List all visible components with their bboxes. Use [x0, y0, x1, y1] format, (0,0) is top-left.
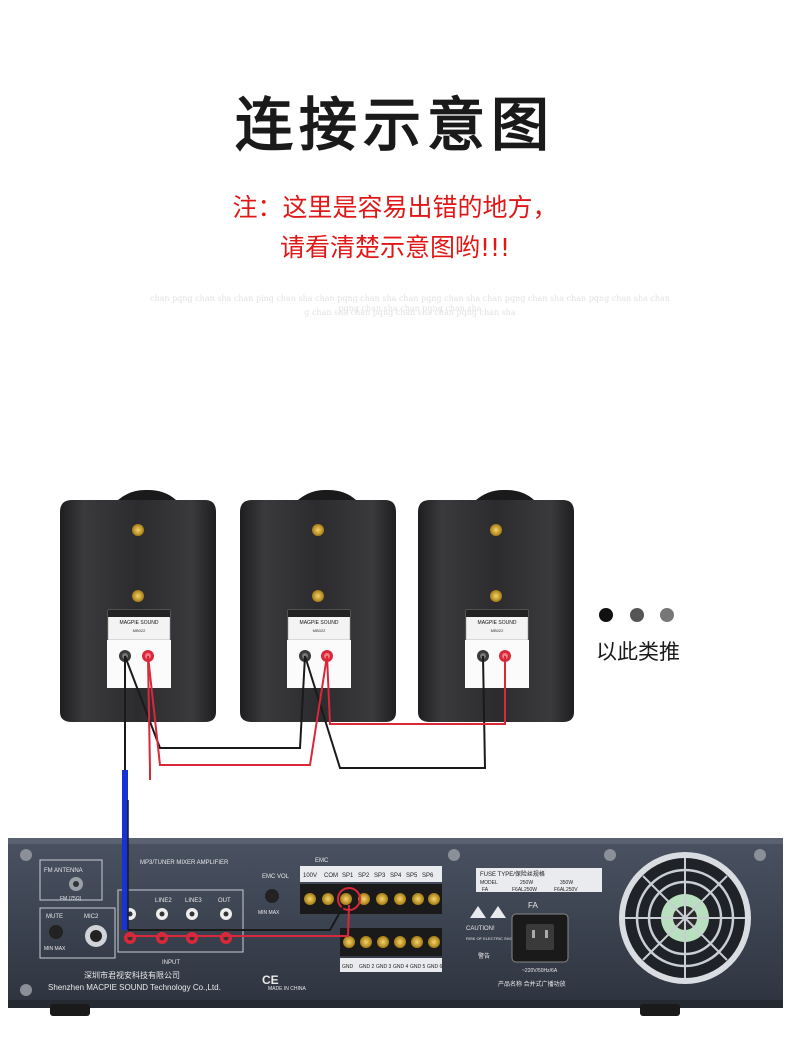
terminal-screws-top [304, 893, 440, 905]
continuation-dots [599, 608, 674, 622]
speaker-3-brand: MAGPIE SOUND [478, 620, 517, 626]
terminal-labels-bottom: GND GND 2 GND 3 GND 4 GND 5 GND 6 [342, 964, 443, 970]
terminal-com: COM [324, 873, 338, 879]
faint-watermark-line1: chan pqng chan sha chan ping chan sha ch… [150, 294, 670, 313]
input-label: INPUT [162, 960, 180, 966]
speaker-1-model: MB022 [133, 628, 146, 633]
speaker-3: MAGPIE SOUND MB022 [418, 490, 574, 722]
terminal-sp5: SP5 [406, 873, 418, 879]
faint-watermark-line2: g chan sha chan pqng chan sha chan pqng … [304, 308, 516, 317]
power-rating: ~220V/50Hz/6A [522, 968, 558, 974]
fuse-header-350w: 350W [560, 880, 573, 886]
page-title: 连接示意图 [234, 91, 555, 159]
terminal-gnd3: GND 3 [376, 964, 392, 970]
made-in-china: MADE IN CHINA [268, 986, 306, 992]
company-cn: 深圳市君视安科技有限公司 [84, 970, 180, 980]
fuse-title: FUSE TYPE/保险丝规格 [480, 870, 545, 878]
amp-header-label: MP3/TUNER MIXER AMPLIFIER [140, 860, 229, 866]
fuse-value-350: F6AL250V [554, 887, 578, 893]
mute-min-max: MIN MAX [44, 946, 66, 952]
speaker-1-brand: MAGPIE SOUND [120, 620, 159, 626]
emc-label: EMC [315, 858, 329, 864]
terminal-gnd2: GND 2 [359, 964, 375, 970]
speaker-2: MAGPIE SOUND MB022 [240, 490, 396, 722]
line3-label: LINE3 [185, 898, 202, 904]
company-en: Shenzhen MACPIE SOUND Technology Co.,Ltd… [48, 983, 221, 992]
fuse-header-250w: 250W [520, 880, 533, 886]
mic2-label: MIC2 [84, 914, 99, 920]
warning-note-line2: 请看清楚示意图哟!!! [279, 233, 511, 262]
terminal-sp3: SP3 [374, 873, 386, 879]
fa-label: FA [528, 901, 538, 910]
terminal-gnd: GND [342, 964, 354, 970]
terminal-gnd5: GND 5 [410, 964, 426, 970]
caution-sub: RISK OF ELECTRIC SHOCK DO NOT OPEN [466, 936, 547, 941]
terminal-gnd6: GND 6 [427, 964, 443, 970]
product-name: 产品名称 合并式广播功放 [498, 980, 566, 988]
line2-label: LINE2 [155, 898, 172, 904]
fm-75-label: FM (75Ω) [60, 896, 82, 902]
speaker-3-model: MB022 [491, 628, 504, 633]
speaker-2-model: MB022 [313, 628, 326, 633]
main-cable [122, 770, 350, 937]
fuse-value-250: F6AL250W [512, 887, 537, 893]
fm-antenna-label: FM ANTENNA [44, 868, 83, 874]
fuse-value-fa: FA [482, 887, 489, 893]
speaker-2-brand: MAGPIE SOUND [300, 620, 339, 626]
terminal-sp4: SP4 [390, 873, 402, 879]
speaker-wires [124, 655, 506, 780]
terminal-100v: 100V [303, 873, 317, 879]
mute-label: MUTE [46, 914, 63, 920]
out-label: OUT [218, 898, 231, 904]
terminal-gnd4: GND 4 [393, 964, 409, 970]
terminal-sp1: SP1 [342, 873, 354, 879]
emc-min-max: MIN MAX [258, 910, 280, 916]
emc-vol-label: EMC VOL [262, 874, 290, 880]
terminal-labels-top: 100V COM SP1 SP2 SP3 SP4 SP5 SP6 [303, 873, 434, 879]
ce-mark: CE [262, 973, 279, 987]
terminal-sp6: SP6 [422, 873, 434, 879]
warning-note-line1: 注：这里是容易出错的地方， [232, 193, 558, 222]
speaker-1: MAGPIE SOUND MB022 [60, 490, 216, 722]
and-so-on-label: 以此类推 [596, 640, 680, 664]
fuse-header-model: MODEL [480, 880, 498, 886]
warning-label: 警告 [478, 952, 490, 960]
caution-label: CAUTION! [466, 926, 495, 932]
terminal-sp2: SP2 [358, 873, 370, 879]
amplifier-rear-panel: FM ANTENNA FM (75Ω) MP3/TUNER MIXER AMPL… [8, 838, 783, 1016]
terminal-screws-bottom [343, 936, 440, 948]
